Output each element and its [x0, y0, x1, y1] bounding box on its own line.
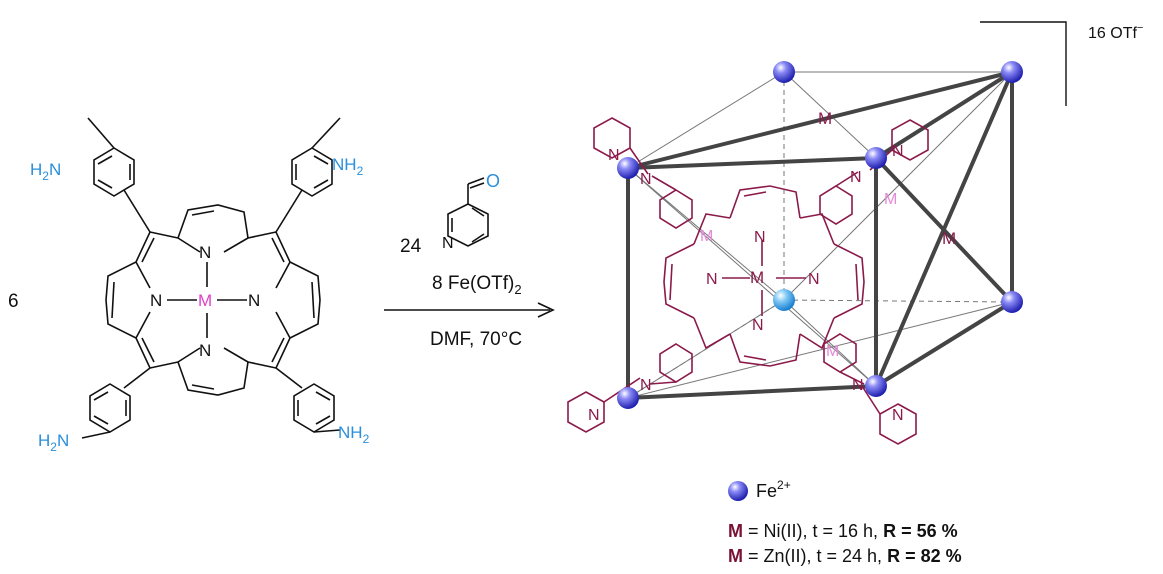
pyrrole-n-top: N	[199, 243, 211, 262]
counterion-label: 16 OTf−	[1088, 22, 1143, 42]
cage-pyrrole-n-top: N	[754, 229, 766, 246]
fe-sphere	[1001, 291, 1023, 313]
cage-pyrrole-n-left: N	[706, 271, 718, 288]
porphyrin-core	[105, 204, 321, 396]
cage-metal-right: M	[942, 229, 956, 248]
reaction-conditions: DMF, 70°C	[430, 329, 522, 350]
aldehyde-equivalents: 24	[400, 236, 422, 257]
central-metal-label: M	[198, 291, 212, 310]
fe-centers	[617, 61, 1023, 409]
pyrrole-n-bottom: N	[199, 341, 211, 360]
imine-n-top-right: N	[850, 169, 862, 186]
cage-pyrrole-n-bottom: N	[752, 317, 764, 334]
pyrrole-n-left: N	[150, 291, 162, 310]
pyridine-n-bottom-right: N	[892, 407, 904, 424]
reactant-porphyrin: 6	[8, 117, 370, 454]
fe-sphere	[773, 61, 795, 83]
amine-top-left: H2N	[30, 160, 61, 183]
legend: Fe2+ M = Ni(II), t = 16 h, R = 56 % M = …	[728, 478, 962, 566]
legend-row-zn: M = Zn(II), t = 24 h, R = 82 %	[728, 546, 962, 566]
cage-metal-faint-right: M	[884, 191, 897, 208]
reaction-arrow-head	[537, 302, 555, 318]
product-cage: 16 OTf−	[567, 21, 1143, 445]
amine-bottom-left: H2N	[38, 431, 69, 454]
pyridine-carboxaldehyde	[447, 177, 489, 247]
fe-sphere	[617, 157, 639, 179]
reactant-coefficient: 6	[8, 291, 19, 312]
cage-metal-center: M	[750, 268, 764, 287]
cage-porphyrin-face	[567, 117, 929, 445]
cage-metal-faint-left: M	[700, 228, 713, 245]
legend-fe-sphere	[728, 481, 748, 501]
pyridine-n-top-left: N	[608, 147, 620, 164]
aryl-top-left	[87, 117, 151, 233]
aldehyde-ring-n: N	[442, 235, 454, 252]
iron-salt: 8 Fe(OTf)2	[432, 273, 522, 297]
amine-top-right: NH2	[332, 155, 364, 178]
fe-sphere	[1001, 61, 1023, 83]
fe-sphere-back	[773, 289, 795, 311]
pyridine-n-bottom-left: N	[588, 407, 600, 424]
legend-row-ni: M = Ni(II), t = 16 h, R = 56 %	[728, 521, 958, 541]
fe-sphere	[617, 387, 639, 409]
imine-n-bottom-left: N	[640, 377, 652, 394]
charge-bracket	[980, 21, 1067, 106]
cage-metal-faint-bottom: M	[826, 343, 839, 360]
legend-fe-label: Fe2+	[756, 478, 791, 501]
amine-bottom-right: NH2	[338, 423, 370, 446]
aryl-bottom-right	[275, 367, 341, 433]
reagents: 24 N O 8 Fe(OTf)2 DMF, 70°C	[384, 171, 555, 350]
imine-n-top-left: N	[640, 171, 652, 188]
cage-pyrrole-n-right: N	[808, 271, 820, 288]
aldehyde-oxygen: O	[486, 171, 500, 191]
aryl-bottom-left	[81, 367, 151, 439]
cage-metal-top: M	[818, 109, 832, 128]
fe-sphere	[865, 147, 887, 169]
fe-sphere	[865, 375, 887, 397]
aryl-top-right	[275, 117, 341, 233]
pyrrole-n-right: N	[248, 291, 260, 310]
pyridine-n-top-right: N	[892, 143, 904, 160]
imine-n-bottom-right: N	[852, 377, 864, 394]
